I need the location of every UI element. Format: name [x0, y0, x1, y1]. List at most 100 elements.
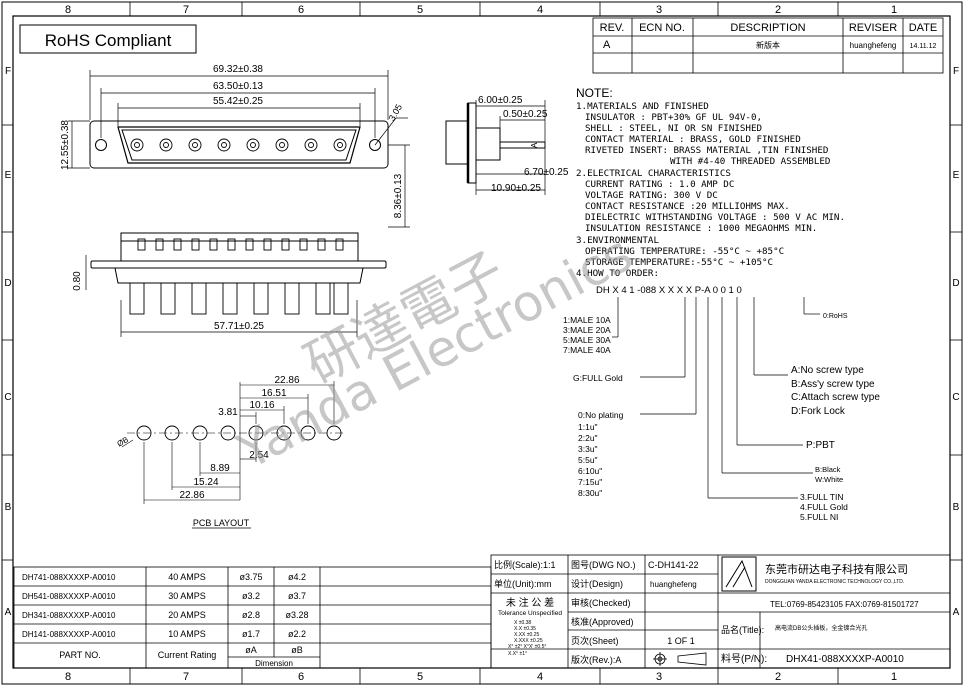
note-line: RIVETED INSERT: BRASS MATERIAL ,TIN FINI… [585, 145, 828, 156]
note-line: 2.ELECTRICAL CHARACTERISTICS [576, 168, 731, 179]
row-label: B [953, 502, 960, 513]
dia-a-cell: ø3.75 [239, 572, 262, 582]
pcb-dim: 3.81 [218, 407, 238, 418]
company-name-en: DONGGUAN YANDA ELECTRONIC TECHNOLOGY CO.… [765, 579, 904, 585]
column-label: 4 [537, 4, 543, 16]
dia-a-header: øA [245, 645, 257, 655]
note-line: 1.MATERIALS AND FINISHED [576, 101, 709, 112]
plating-option: 8:30u" [578, 488, 602, 498]
projection-symbol-icon [653, 652, 707, 666]
bottom-view-dims: 0.80 57.71±0.25 [72, 271, 264, 332]
reviser-value: huanghefeng [850, 41, 897, 50]
side-view-dims: 6.00±0.25 0.50±0.25 A 6.70±0.25 10.90±0.… [478, 95, 569, 194]
plating-option: 1:1u" [578, 422, 598, 432]
note-line: 3.ENVIRONMENTAL [576, 235, 659, 246]
dim-contact-offset: 0.50±0.25 [503, 109, 548, 120]
color-option: B:Black [815, 465, 841, 474]
note-line: 4.HOW TO ORDER: [576, 268, 659, 279]
dimension-header: Dimension [255, 659, 293, 668]
note-line: INSULATOR : PBT+30% GF UL 94V-0, [585, 112, 762, 123]
row-label: D [952, 278, 959, 289]
plating-option: 6:10u" [578, 466, 602, 476]
pcb-dims: 22.86 16.51 10.16 3.81 2.54 8.89 15.24 2… [115, 375, 299, 528]
order-code: DH X 4 1 -088 X X X X P-A 0 0 1 0 [596, 285, 742, 296]
tolerance-line: X.XX ±0.25 [514, 632, 539, 638]
screw-option: A:No screw type [791, 365, 864, 376]
note-line: STORAGE TEMPERATURE:-55°C ~ +105°C [585, 257, 773, 268]
tolerance-line: X.X° ±1° [508, 651, 527, 657]
column-label: 2 [775, 4, 781, 16]
dim-overall-width: 69.32±0.38 [213, 64, 263, 75]
plating-option: 3:3u" [578, 444, 598, 454]
dia-a-cell: ø1.7 [242, 629, 260, 639]
dwg-no-label: 图号(DWG NO.) [571, 560, 636, 570]
column-label: 1 [891, 4, 897, 16]
reviser-header: REVISER [849, 22, 897, 34]
part-number-cell: DH741-088XXXXP-A0010 [22, 573, 116, 582]
pcb-dim: 22.86 [274, 375, 299, 386]
row-labels: F E D C B A F E D C B A [4, 66, 959, 618]
revision-row: A 新版本 huanghefeng 14.11.12 [603, 39, 936, 51]
dim-contact-length: 6.00±0.25 [478, 95, 523, 106]
dim-a-label: A [530, 142, 539, 148]
screw-option: D:Fork Lock [791, 406, 846, 417]
sheet-value: 1 OF 1 [667, 636, 695, 646]
note-line: CONTACT MATERIAL : BRASS, GOLD FINISHED [585, 134, 801, 145]
screw-option: B:Ass'y screw type [791, 379, 875, 390]
current-option: 5:MALE 30A [563, 335, 611, 345]
pbt-option: P:PBT [806, 440, 835, 451]
current-cell: 20 AMPS [168, 610, 206, 620]
plating-option: 0:No plating [578, 410, 624, 420]
dia-a-cell: ø2.8 [242, 610, 260, 620]
notes-heading: NOTE: [576, 86, 613, 100]
pcb-dim: 16.51 [261, 388, 286, 399]
plating-option: 5:5u" [578, 455, 598, 465]
note-line: INSULATION RESISTANCE : 1000 MEGAOHMS MI… [585, 223, 817, 234]
sheet-label: 页次(Sheet) [571, 635, 619, 646]
tolerance-subtitle: Tolerance Unspecified [498, 610, 562, 617]
screw-option: C:Attach screw type [791, 392, 880, 403]
connector-side-view [445, 100, 546, 195]
table-row: DH141-088XXXXP-A0010 10 AMPS ø1.7 ø2.2 [22, 629, 306, 639]
current-option: 1:MALE 10A [563, 315, 611, 325]
checked-label: 审核(Checked) [571, 597, 631, 608]
note-line: DIELECTRIC WITHSTANDING VOLTAGE : 500 V … [585, 212, 845, 223]
current-cell: 30 AMPS [168, 591, 206, 601]
current-rating-header: Current Rating [158, 650, 217, 660]
pcb-dim: 2.54 [249, 450, 269, 461]
rohs-option: 0:RoHS [823, 313, 848, 320]
pcb-dim: 15.24 [193, 477, 218, 488]
pcb-layout [121, 381, 345, 529]
finish-option: 3.FULL TIN [800, 492, 843, 502]
dia-b-cell: ø3.7 [288, 591, 306, 601]
note-line: CONTACT RESISTANCE :20 MILLIOHMS MAX. [585, 201, 790, 212]
plating-option: 2:2u" [578, 433, 598, 443]
parts-table: DH741-088XXXXP-A0010 40 AMPS ø3.75 ø4.2 … [22, 572, 309, 668]
column-label: 8 [65, 4, 71, 16]
current-cell: 10 AMPS [168, 629, 206, 639]
row-label: F [5, 66, 11, 77]
column-label: 4 [537, 671, 543, 683]
column-label: 3 [656, 671, 662, 683]
current-option: 3:MALE 20A [563, 325, 611, 335]
company-name-cn: 东莞市研达电子科技有限公司 [765, 562, 908, 576]
tolerance-title: 未 注 公 差 [506, 596, 554, 609]
row-label: A [953, 607, 960, 618]
revision-headers: REV. ECN NO. DESCRIPTION REVISER DATE [600, 22, 938, 34]
row-label: E [953, 170, 960, 181]
title-label: 品名(Title): [721, 624, 764, 635]
dim-flange-thickness: 0.80 [72, 271, 83, 291]
dia-b-cell: ø2.2 [288, 629, 306, 639]
dim-depth: 8.36±0.13 [393, 173, 404, 218]
current-cell: 40 AMPS [168, 572, 206, 582]
row-label: E [5, 170, 12, 181]
rev-value: A [603, 39, 611, 51]
column-label: 3 [656, 4, 662, 16]
part-no-header: PART NO. [59, 650, 101, 660]
dim-mount-pitch: 63.50±0.13 [213, 81, 263, 92]
note-line: WITH #4-40 THREADED ASSEMBLED [670, 156, 830, 167]
finish-option: 5.FULL NI [800, 512, 838, 522]
table-row: DH341-088XXXXP-A0010 20 AMPS ø2.8 ø3.28 [22, 610, 309, 620]
